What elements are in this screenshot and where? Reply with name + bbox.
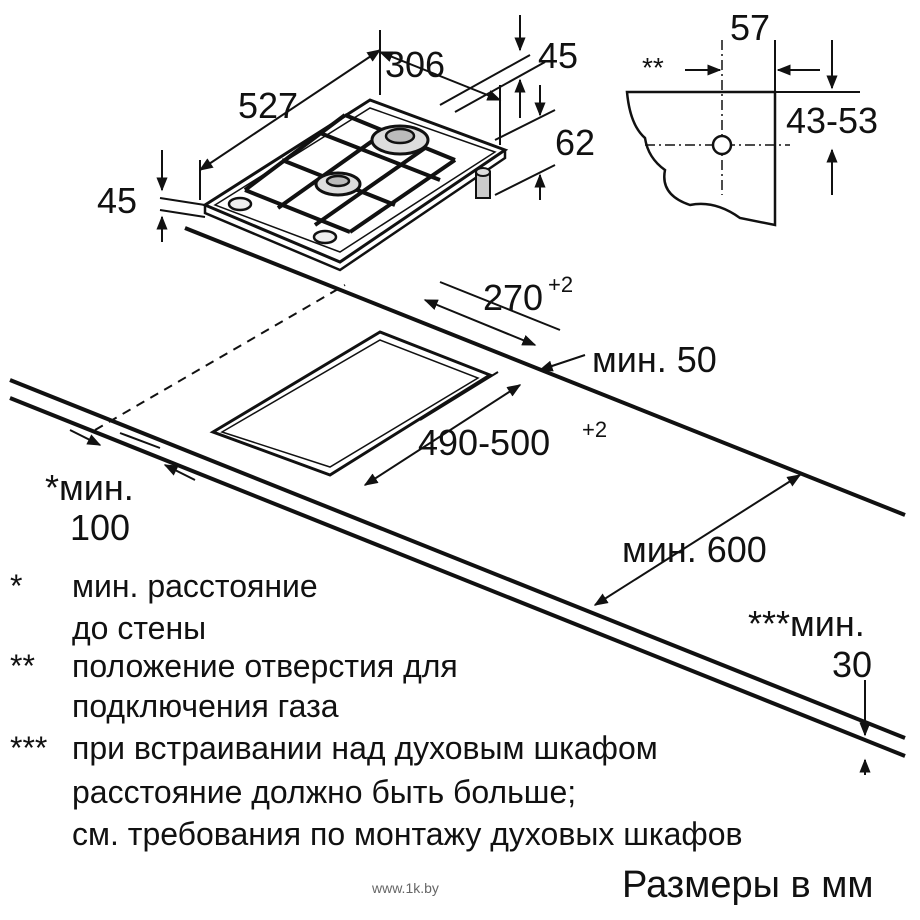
note-3-line-2: расстояние должно быть больше;: [72, 774, 577, 810]
units-label: Размеры в мм: [622, 864, 874, 906]
worktop-dimension-lines: [69, 281, 871, 775]
dim-min-50: мин. 50: [592, 339, 717, 380]
note-1-line-1: мин. расстояние: [72, 568, 318, 604]
note-1-marker: *: [10, 568, 23, 604]
dim-min-30-value: 30: [832, 644, 872, 685]
hob-dimension-lines: [156, 15, 556, 242]
dim-62: 62: [555, 122, 595, 163]
worktop-drawing: [9, 226, 906, 758]
note-2-marker: **: [10, 648, 35, 684]
dim-min-600: мин. 600: [622, 529, 767, 570]
dim-57: 57: [730, 7, 770, 48]
gas-marker: **: [642, 52, 664, 83]
note-3-marker: ***: [10, 730, 48, 766]
note-3-line-1: при встраивании над духовым шкафом: [72, 730, 658, 766]
dim-min-100-label: *мин.: [45, 467, 134, 508]
watermark: www.1k.by: [372, 880, 439, 896]
gas-connection-detail: [625, 40, 860, 227]
dim-270: 270: [483, 277, 543, 318]
dim-43-53: 43-53: [786, 100, 878, 141]
note-2-line-2: подключения газа: [72, 688, 339, 724]
dim-306: 306: [385, 44, 445, 85]
note-2-line-1: положение отверстия для: [72, 648, 458, 684]
dim-min-30-label: ***мин.: [748, 603, 865, 644]
dim-45-top: 45: [538, 35, 578, 76]
dim-270-tolerance: +2: [548, 272, 573, 297]
note-1-line-2: до стены: [72, 610, 207, 646]
dim-min-100-value: 100: [70, 507, 130, 548]
dim-490-500: 490-500: [418, 422, 550, 463]
dim-45-left: 45: [97, 180, 137, 221]
note-3-line-3: см. требования по монтажу духовых шкафов: [72, 816, 743, 852]
dim-527: 527: [238, 85, 298, 126]
dim-490-500-tolerance: +2: [582, 417, 607, 442]
